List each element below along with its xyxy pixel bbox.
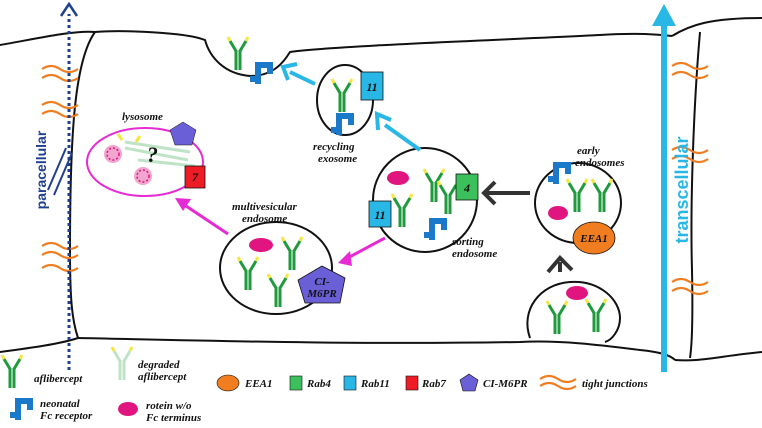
eea1-marker — [572, 221, 616, 255]
rab7-marker-number: 7 — [192, 170, 199, 184]
legend-rab7-label: Rab7 — [421, 378, 446, 390]
rab11-recycling-number: 11 — [366, 80, 377, 94]
cim6pr-line1: CI- — [314, 276, 330, 288]
legend-fcrn-line1: neonatal — [40, 398, 81, 410]
multivesicular-endosome — [219, 221, 346, 315]
cim6pr-line2: M6PR — [306, 288, 336, 300]
sorting-label: sorting — [451, 236, 484, 248]
legend-protein-icon — [118, 402, 138, 416]
early-label: early — [577, 145, 600, 157]
rab11-recycling-marker — [360, 71, 384, 101]
legend-protein-line1: rotein w/o — [146, 400, 192, 412]
recycling-exosome — [316, 64, 384, 136]
legend-degraded-line1: degraded — [138, 359, 180, 371]
legend-cim6pr-icon — [459, 373, 479, 392]
legend-protein-line2: Fc terminus — [145, 412, 201, 424]
lysosome — [86, 121, 206, 197]
legend-rab4-icon — [289, 375, 303, 391]
recycling-label: recycling — [313, 141, 355, 153]
cim6pr-lysosome-icon — [169, 121, 197, 146]
rab4-marker — [455, 173, 479, 201]
legend: aflibercept degraded aflibercept neonata… — [0, 345, 648, 424]
paracellular-arrow — [47, 1, 79, 370]
rab11-sorting-marker — [368, 200, 392, 228]
transcellular-label: transcellular — [672, 136, 692, 243]
legend-aflibercept-label: aflibercept — [34, 373, 83, 385]
legend-aflibercept-icon — [0, 353, 24, 390]
multivesicular-label: multivesicular — [232, 201, 298, 213]
legend-eea1-icon — [216, 374, 240, 392]
early-endosome — [534, 162, 622, 255]
legend-tight-junction-icon — [538, 374, 578, 391]
legend-degraded-line2: aflibercept — [138, 371, 187, 383]
legend-cim6pr-label: CI-M6PR — [483, 378, 528, 390]
cim6pr-mve-icon — [297, 265, 346, 304]
endocytic-pit — [526, 280, 622, 343]
lysosome-label: lysosome — [122, 111, 163, 123]
paracellular-label: paracellular — [33, 130, 49, 209]
cell-membrane — [0, 17, 762, 362]
sorting-endosome-label: endosome — [452, 248, 497, 260]
legend-fcrn-icon — [10, 398, 33, 420]
lysosome-question-mark: ? — [147, 142, 158, 167]
legend-eea1-label: EEA1 — [244, 378, 273, 390]
sorting-endosome — [368, 147, 479, 253]
endosomes-label: endosomes — [575, 157, 625, 169]
pathway-arrows — [175, 62, 574, 274]
legend-rab7-icon — [405, 375, 419, 391]
rab7-marker — [184, 165, 206, 189]
rab4-number: 4 — [463, 181, 470, 195]
legend-rab11-icon — [343, 375, 357, 391]
eea1-marker-label: EEA1 — [579, 233, 608, 245]
membrane-exocytosis — [226, 35, 273, 84]
rab11-sorting-number: 11 — [374, 208, 385, 222]
legend-degraded-icon — [110, 345, 134, 382]
legend-tight-junctions-label: tight junctions — [582, 378, 648, 390]
legend-fcrn-line2: Fc receptor — [39, 410, 93, 422]
legend-rab11-label: Rab11 — [360, 378, 390, 390]
legend-rab4-label: Rab4 — [306, 378, 331, 390]
exosome-label: exosome — [318, 153, 357, 165]
transcellular-arrow — [652, 4, 676, 372]
multivesicular-endosome-label: endosome — [242, 213, 287, 225]
